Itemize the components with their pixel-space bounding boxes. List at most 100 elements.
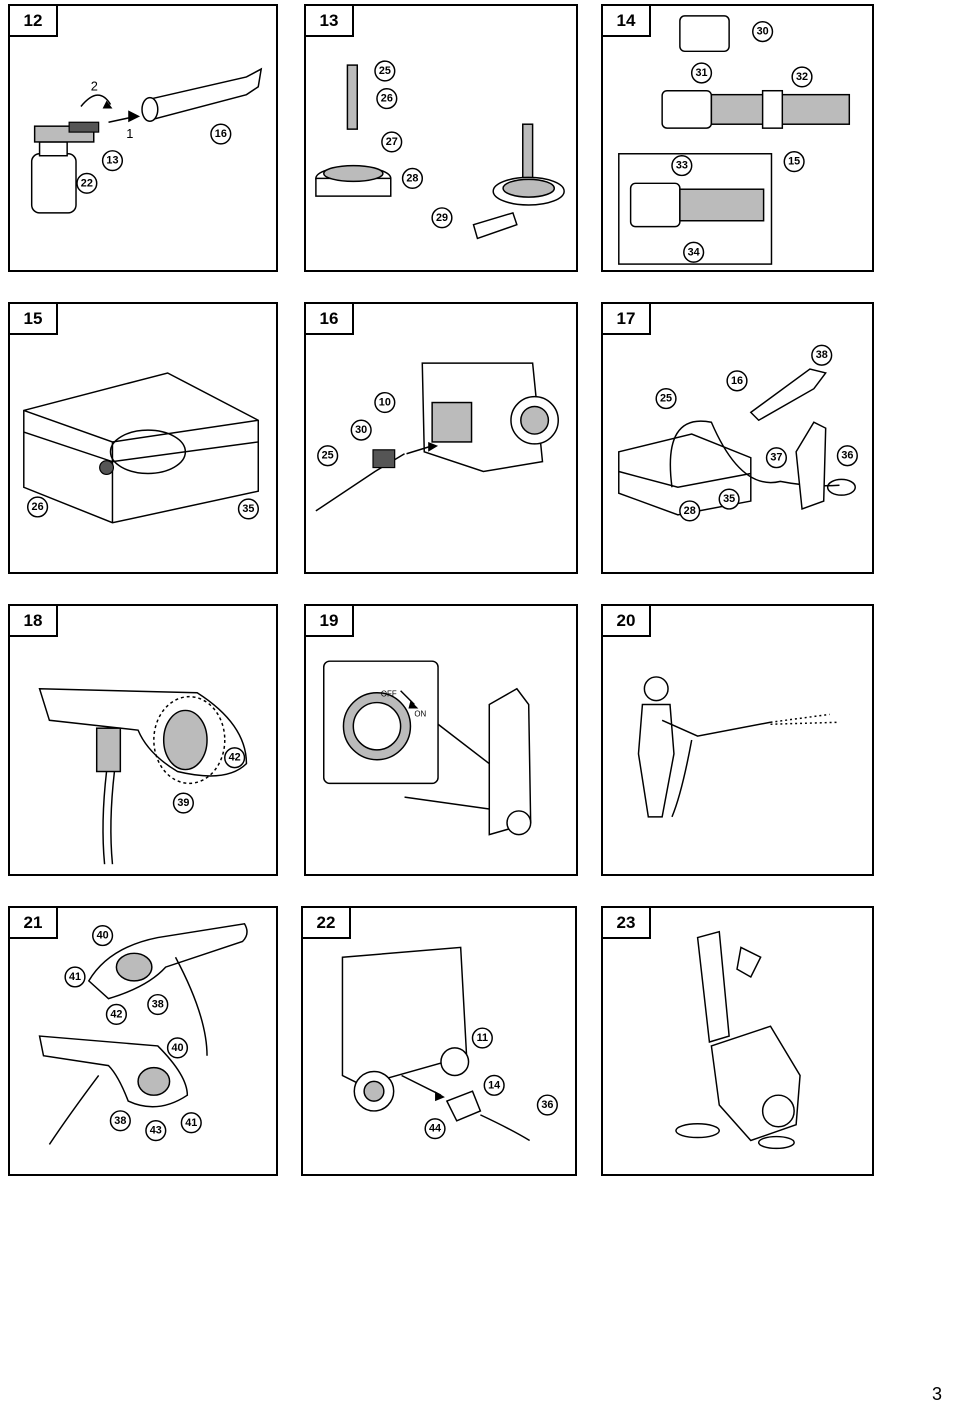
svg-text:38: 38 [816,349,828,361]
callout-28: 28 [679,500,701,522]
figure-panel-15: 15 26 35 [8,302,278,574]
svg-text:32: 32 [796,71,808,83]
callout-38: 38 [811,344,833,366]
callout-22: 22 [76,172,98,194]
svg-text:33: 33 [676,160,688,172]
svg-text:42: 42 [110,1008,122,1020]
svg-text:38: 38 [152,999,164,1011]
panel-number: 13 [304,4,354,37]
svg-text:15: 15 [788,156,800,168]
trigger-lock-illustration: 40 41 38 42 40 38 41 43 [38,922,248,1145]
callout-30: 30 [350,419,372,441]
callout-16: 16 [210,123,232,145]
svg-text:29: 29 [436,212,448,224]
figure-panel-13: 13 25 26 27 28 29 [304,4,578,272]
upright-unit-illustration [675,930,801,1150]
figure-panel-20: 20 [601,604,874,876]
panel-number: 18 [8,604,58,637]
svg-text:42: 42 [229,752,241,764]
svg-text:25: 25 [379,65,391,77]
figure-panel-17: 17 38 16 25 37 36 28 35 [601,302,874,574]
svg-text:26: 26 [381,93,393,105]
svg-text:40: 40 [97,930,109,942]
callout-34: 34 [683,241,705,263]
svg-text:34: 34 [688,246,700,258]
callout-27: 27 [381,131,403,153]
figure-panel-23: 23 [601,906,874,1176]
panel-number: 12 [8,4,58,37]
svg-text:22: 22 [81,177,93,189]
page-number: 3 [931,1384,942,1404]
callout-44: 44 [424,1118,446,1140]
svg-text:37: 37 [770,452,782,464]
callout-36: 36 [536,1094,558,1116]
spray-gun-trigger-illustration: 42 39 [38,688,248,865]
step-1-label: 1 [126,126,133,141]
panel-number: 22 [301,906,351,939]
figure-panel-14: 14 30 31 32 33 34 15 [601,4,874,272]
svg-text:39: 39 [177,797,189,809]
callout-35: 35 [237,498,260,520]
figure-panel-21: 21 40 41 38 42 40 38 41 43 [8,906,278,1176]
callout-26: 26 [26,496,49,518]
callout-40: 40 [92,924,114,947]
water-tank-illustration: 26 35 [23,372,260,524]
callout-30: 30 [752,21,774,43]
callout-40: 40 [166,1037,189,1059]
callout-33: 33 [671,154,693,177]
panel-number: 19 [304,604,354,637]
svg-text:35: 35 [242,503,254,515]
dial-on-label: ON [414,709,426,718]
callout-42: 42 [105,1003,127,1025]
step-2-label: 2 [91,79,98,94]
panel-number: 17 [601,302,651,335]
svg-text:44: 44 [429,1123,441,1135]
callout-16: 16 [726,370,748,392]
callout-11: 11 [471,1027,493,1049]
svg-text:30: 30 [355,424,367,436]
gun-storage-illustration: 11 14 36 44 [341,946,558,1142]
operator-spraying-illustration [637,676,840,818]
callout-41: 41 [64,966,86,988]
svg-text:16: 16 [215,128,227,140]
dial-off-label: OFF [381,690,397,699]
panel-number: 16 [304,302,354,335]
panel-number: 21 [8,906,58,939]
panel-number: 23 [601,906,651,939]
svg-text:36: 36 [841,450,853,462]
svg-text:30: 30 [757,26,769,38]
callout-26: 26 [376,88,398,110]
hose-coupling-illustration: 30 31 32 33 34 15 [618,15,851,265]
figure-panel-19: 19 OFF ON [304,604,578,876]
figure-panel-18: 18 42 39 [8,604,278,876]
callout-42: 42 [224,747,246,769]
callout-39: 39 [172,792,194,814]
svg-text:27: 27 [386,136,398,148]
callout-15: 15 [783,151,805,173]
figure-panel-16: 16 10 30 25 [304,302,578,574]
figure-panel-22: 22 11 14 36 44 [301,906,577,1176]
callout-32: 32 [791,66,813,88]
hose-connection-illustration: 10 30 25 [315,362,559,512]
callout-10: 10 [374,391,396,414]
panel-number: 20 [601,604,651,637]
svg-text:41: 41 [185,1117,197,1129]
callout-38: 38 [109,1110,131,1132]
callout-41: 41 [180,1112,202,1134]
panel-number: 15 [8,302,58,335]
callout-31: 31 [690,62,713,84]
detergent-bottle-illustration: 2 1 22 13 16 [30,67,263,214]
callout-25: 25 [374,60,396,82]
svg-text:14: 14 [488,1079,500,1091]
callout-37: 37 [765,447,788,469]
callout-38: 38 [147,993,169,1016]
svg-text:31: 31 [696,67,708,79]
panel-number: 14 [601,4,651,37]
svg-text:36: 36 [541,1099,553,1111]
svg-text:16: 16 [731,375,743,387]
svg-text:13: 13 [106,155,118,167]
callout-25: 25 [655,387,677,410]
figure-panel-12: 12 2 1 22 13 16 [8,4,278,272]
svg-text:35: 35 [723,493,735,505]
svg-text:40: 40 [171,1042,183,1054]
